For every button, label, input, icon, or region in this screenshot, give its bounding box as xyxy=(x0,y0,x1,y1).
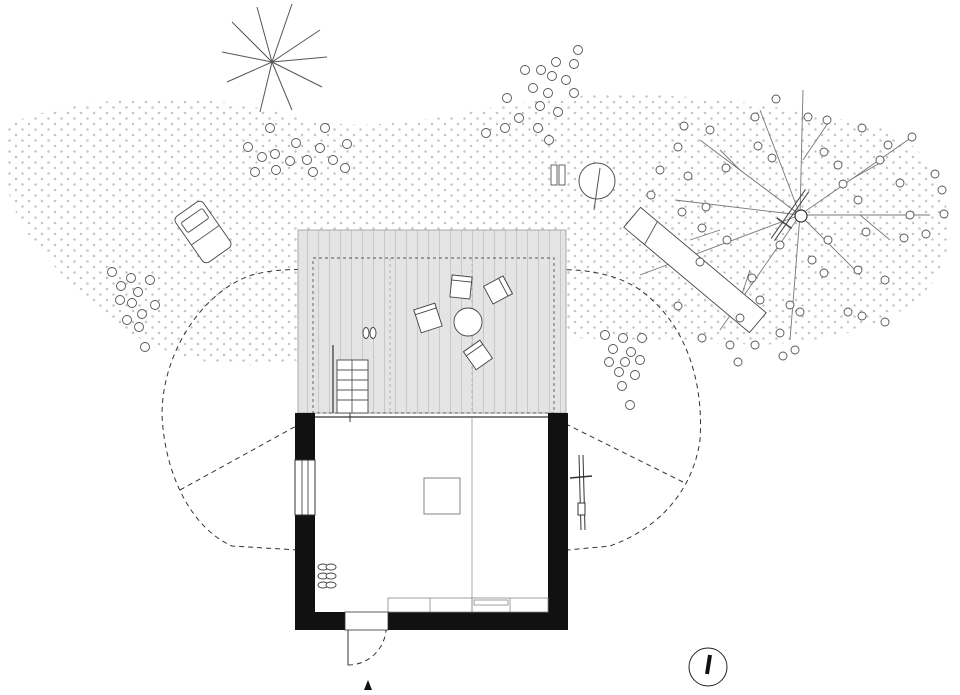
tree-icon xyxy=(550,162,616,211)
shoes-icon xyxy=(317,563,337,589)
shrub-icon xyxy=(243,123,352,177)
shrub-icon xyxy=(481,45,583,145)
entrance-arrow-icon xyxy=(364,680,372,690)
north-arrow-icon xyxy=(688,647,728,687)
chair-icon xyxy=(462,339,494,371)
chair-icon xyxy=(413,302,443,334)
shoes-icon xyxy=(362,327,377,339)
window-west xyxy=(294,459,316,516)
shrub-icon xyxy=(600,330,647,410)
building-walls xyxy=(295,413,568,630)
chair-icon xyxy=(482,275,514,305)
tree-icon xyxy=(639,89,930,341)
interior-layout xyxy=(387,417,549,613)
car-icon xyxy=(174,200,232,264)
shrub-icon xyxy=(107,267,160,352)
shrub-icon xyxy=(646,94,949,367)
table-icon xyxy=(453,307,483,337)
bicycle-icon xyxy=(770,188,810,242)
stair-icon xyxy=(332,345,369,422)
chair-icon xyxy=(449,274,473,300)
entrance-door xyxy=(344,611,389,666)
tree-icon xyxy=(221,3,328,113)
bicycle-icon xyxy=(569,454,593,531)
